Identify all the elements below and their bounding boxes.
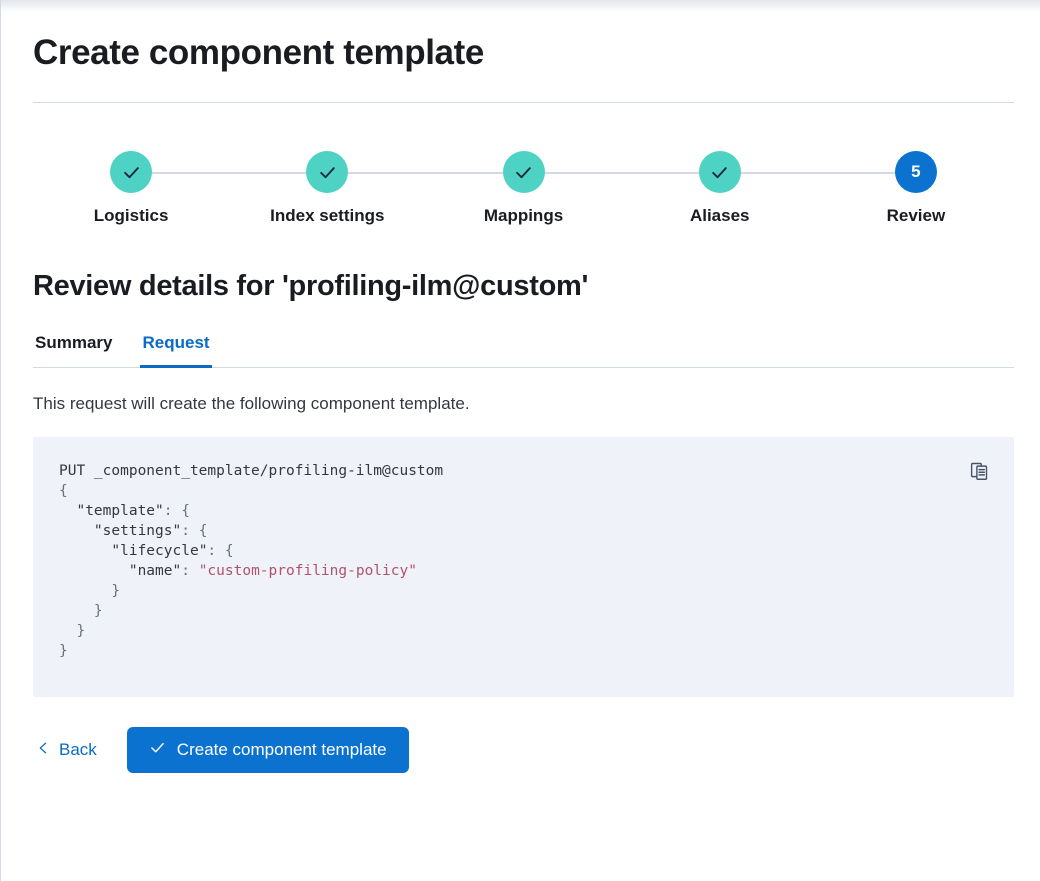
stepper-step-index-settings[interactable]: Index settings — [229, 151, 524, 226]
create-component-template-button[interactable]: Create component template — [126, 727, 409, 773]
tab-request[interactable]: Request — [140, 333, 212, 368]
step-label: Aliases — [689, 206, 750, 225]
request-code-block: PUT _component_template/profiling-ilm@cu… — [33, 437, 1014, 697]
stepper-connector — [719, 172, 916, 174]
check-icon — [149, 739, 166, 761]
step-label: Mappings — [483, 206, 564, 225]
back-button-label: Back — [59, 740, 97, 759]
request-string-value: "custom-profiling-policy" — [198, 563, 417, 579]
step-label: Review — [886, 206, 946, 225]
tab-summary[interactable]: Summary — [33, 333, 114, 368]
step-marker-check-icon — [306, 151, 349, 193]
header-divider — [33, 102, 1014, 103]
request-body-text: { "template": { "settings": { "lifecycle… — [59, 483, 417, 659]
copy-clipboard-icon[interactable] — [966, 457, 992, 483]
request-method-line: PUT _component_template/profiling-ilm@cu… — [59, 463, 444, 479]
request-description: This request will create the following c… — [33, 394, 470, 413]
stepper-step-mappings[interactable]: Mappings — [425, 151, 720, 226]
page-content: Create component template Logistics Inde… — [33, 0, 1014, 773]
wizard-footer: Back Create component template — [33, 727, 1014, 773]
request-code-text: PUT _component_template/profiling-ilm@cu… — [59, 461, 992, 661]
review-tabs: Summary Request — [33, 333, 1014, 368]
stepper-step-logistics[interactable]: Logistics — [33, 151, 328, 226]
stepper-connector — [327, 172, 524, 174]
step-marker-check-icon — [110, 151, 153, 193]
step-label: Index settings — [270, 206, 385, 225]
page-title: Create component template — [33, 33, 484, 72]
stepper-connector — [523, 172, 720, 174]
step-label: Logistics — [93, 206, 169, 225]
stepper-step-aliases[interactable]: Aliases — [622, 151, 916, 226]
review-heading: Review details for 'profiling-ilm@custom… — [33, 270, 589, 302]
step-marker-check-icon — [698, 151, 741, 193]
step-marker-check-icon — [502, 151, 545, 193]
step-marker-number: 5 — [894, 151, 937, 193]
create-component-template-label: Create component template — [176, 740, 387, 759]
chevron-left-icon — [37, 740, 50, 761]
back-button[interactable]: Back — [33, 734, 101, 767]
stepper-connector — [131, 172, 328, 174]
stepper-step-review[interactable]: 5 Review — [818, 151, 1014, 226]
wizard-stepper: Logistics Index settings Mappings — [33, 151, 1014, 226]
